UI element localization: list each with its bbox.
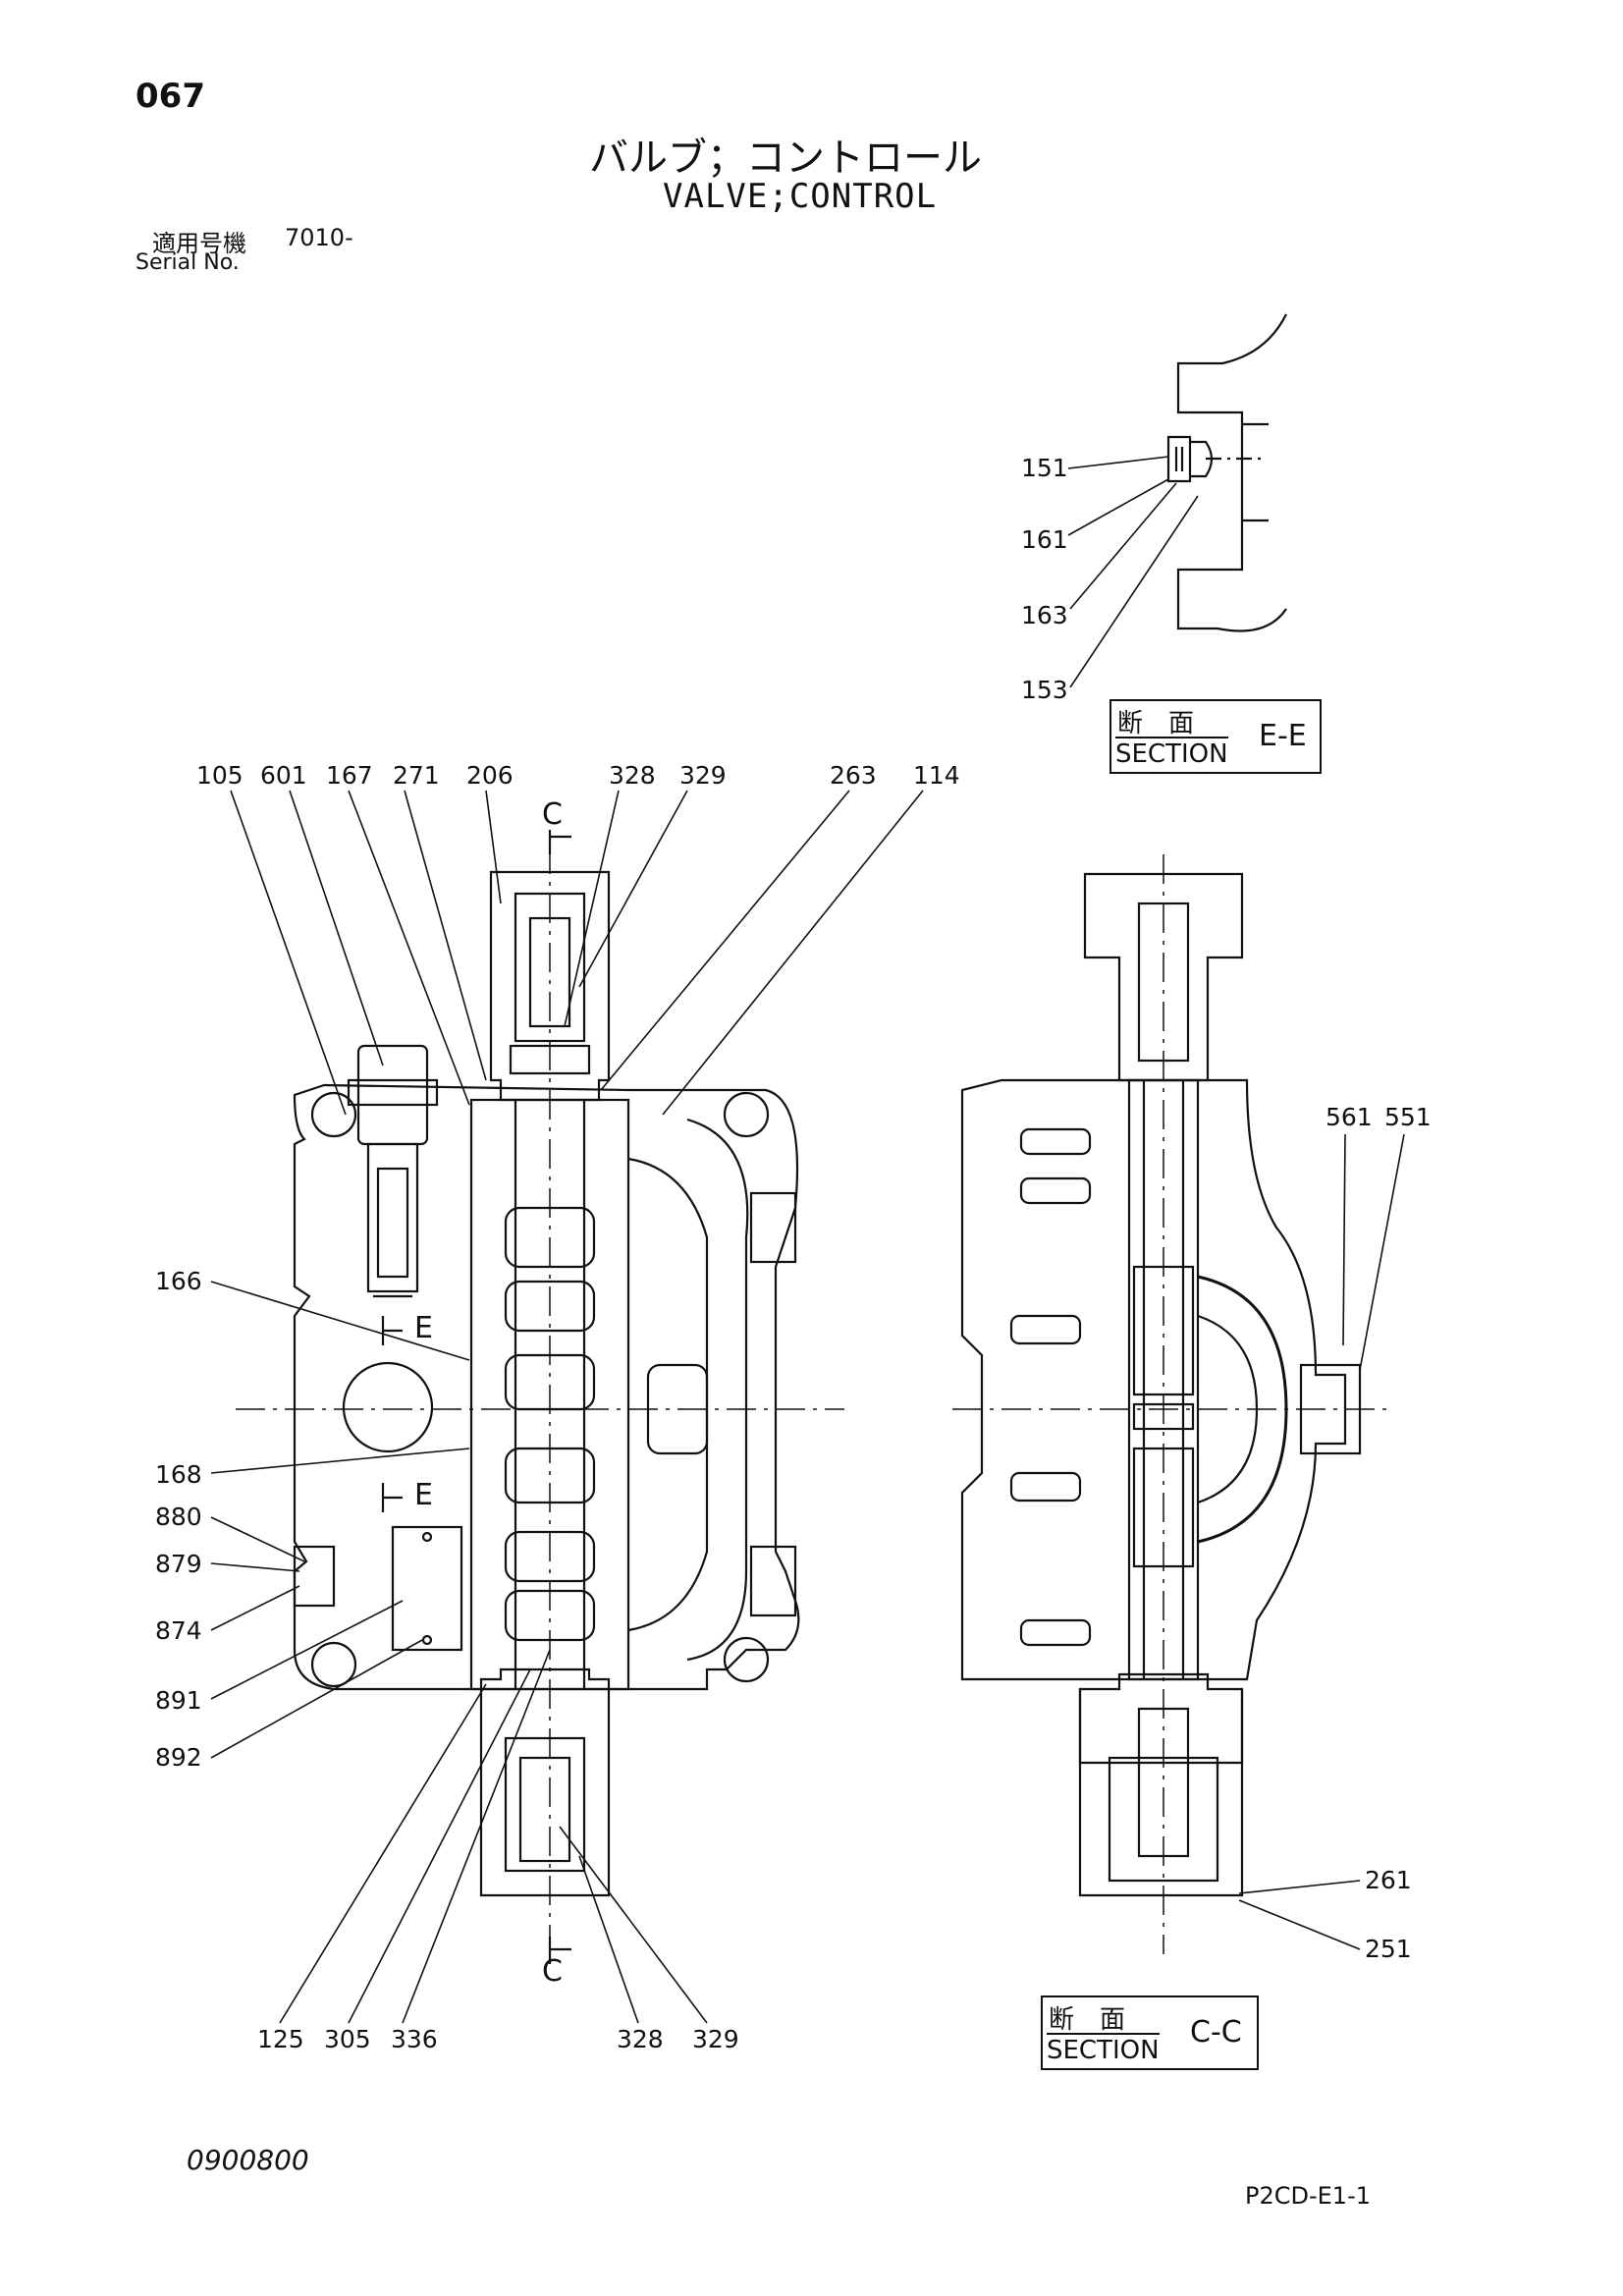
part-label: 114: [913, 761, 960, 790]
part-label: 168: [155, 1460, 202, 1489]
part-label: 305: [324, 2025, 371, 2053]
part-label: 206: [466, 761, 514, 790]
section-mark-c-bottom: C: [542, 1954, 563, 1989]
serial-value: 7010-: [285, 224, 353, 251]
section-cc-id: C-C: [1190, 2015, 1242, 2050]
part-label: 329: [692, 2025, 739, 2053]
section-ee-label: 断 面 SECTION E-E: [1109, 699, 1322, 774]
part-label: 874: [155, 1616, 202, 1645]
part-label: 329: [679, 761, 727, 790]
section-cc-label: 断 面 SECTION C-C: [1041, 1995, 1259, 2070]
part-label: 163: [1021, 601, 1068, 629]
section-cc-en: SECTION: [1047, 2033, 1160, 2065]
section-ee-jp: 断 面: [1117, 709, 1195, 738]
part-label: 336: [391, 2025, 438, 2053]
section-cc-jp: 断 面: [1049, 2005, 1126, 2035]
part-label: 151: [1021, 454, 1068, 482]
title-english: VALVE;CONTROL: [663, 177, 938, 216]
main-front-view: [236, 830, 844, 1964]
part-label: 561: [1325, 1103, 1373, 1131]
section-ee-detail: [1166, 313, 1287, 632]
title-japanese: バルブ；コントロール: [589, 136, 982, 181]
part-label: 551: [1384, 1103, 1432, 1131]
serial-label-english: Serial No.: [135, 250, 240, 275]
part-label: 153: [1021, 676, 1068, 704]
part-label: 328: [609, 761, 656, 790]
part-label: 880: [155, 1503, 202, 1531]
part-label: 166: [155, 1267, 202, 1295]
serial-label-japanese: 適用号機: [152, 230, 246, 257]
section-ee-en: SECTION: [1115, 737, 1228, 769]
part-label: 251: [1365, 1935, 1412, 1963]
part-label: 601: [260, 761, 307, 790]
section-mark-c-top: C: [542, 797, 563, 832]
section-cc-view: [952, 854, 1394, 1954]
document-number: 0900800: [187, 2144, 309, 2176]
part-label: 263: [830, 761, 877, 790]
part-label: 891: [155, 1686, 202, 1715]
part-label: 892: [155, 1743, 202, 1772]
section-ee-id: E-E: [1259, 719, 1307, 753]
part-label: 328: [617, 2025, 664, 2053]
part-label: 261: [1365, 1866, 1412, 1894]
figure-code: P2CD-E1-1: [1245, 2182, 1372, 2210]
section-mark-e-bottom: E: [414, 1478, 433, 1512]
part-label: 125: [257, 2025, 304, 2053]
page-number: 067: [135, 77, 205, 116]
part-label: 879: [155, 1550, 202, 1578]
part-label: 271: [393, 761, 440, 790]
leader-lines: [210, 456, 1405, 2024]
part-label: 105: [196, 761, 243, 790]
section-mark-e-top: E: [414, 1311, 433, 1345]
part-label: 167: [326, 761, 373, 790]
part-label: 161: [1021, 525, 1068, 554]
